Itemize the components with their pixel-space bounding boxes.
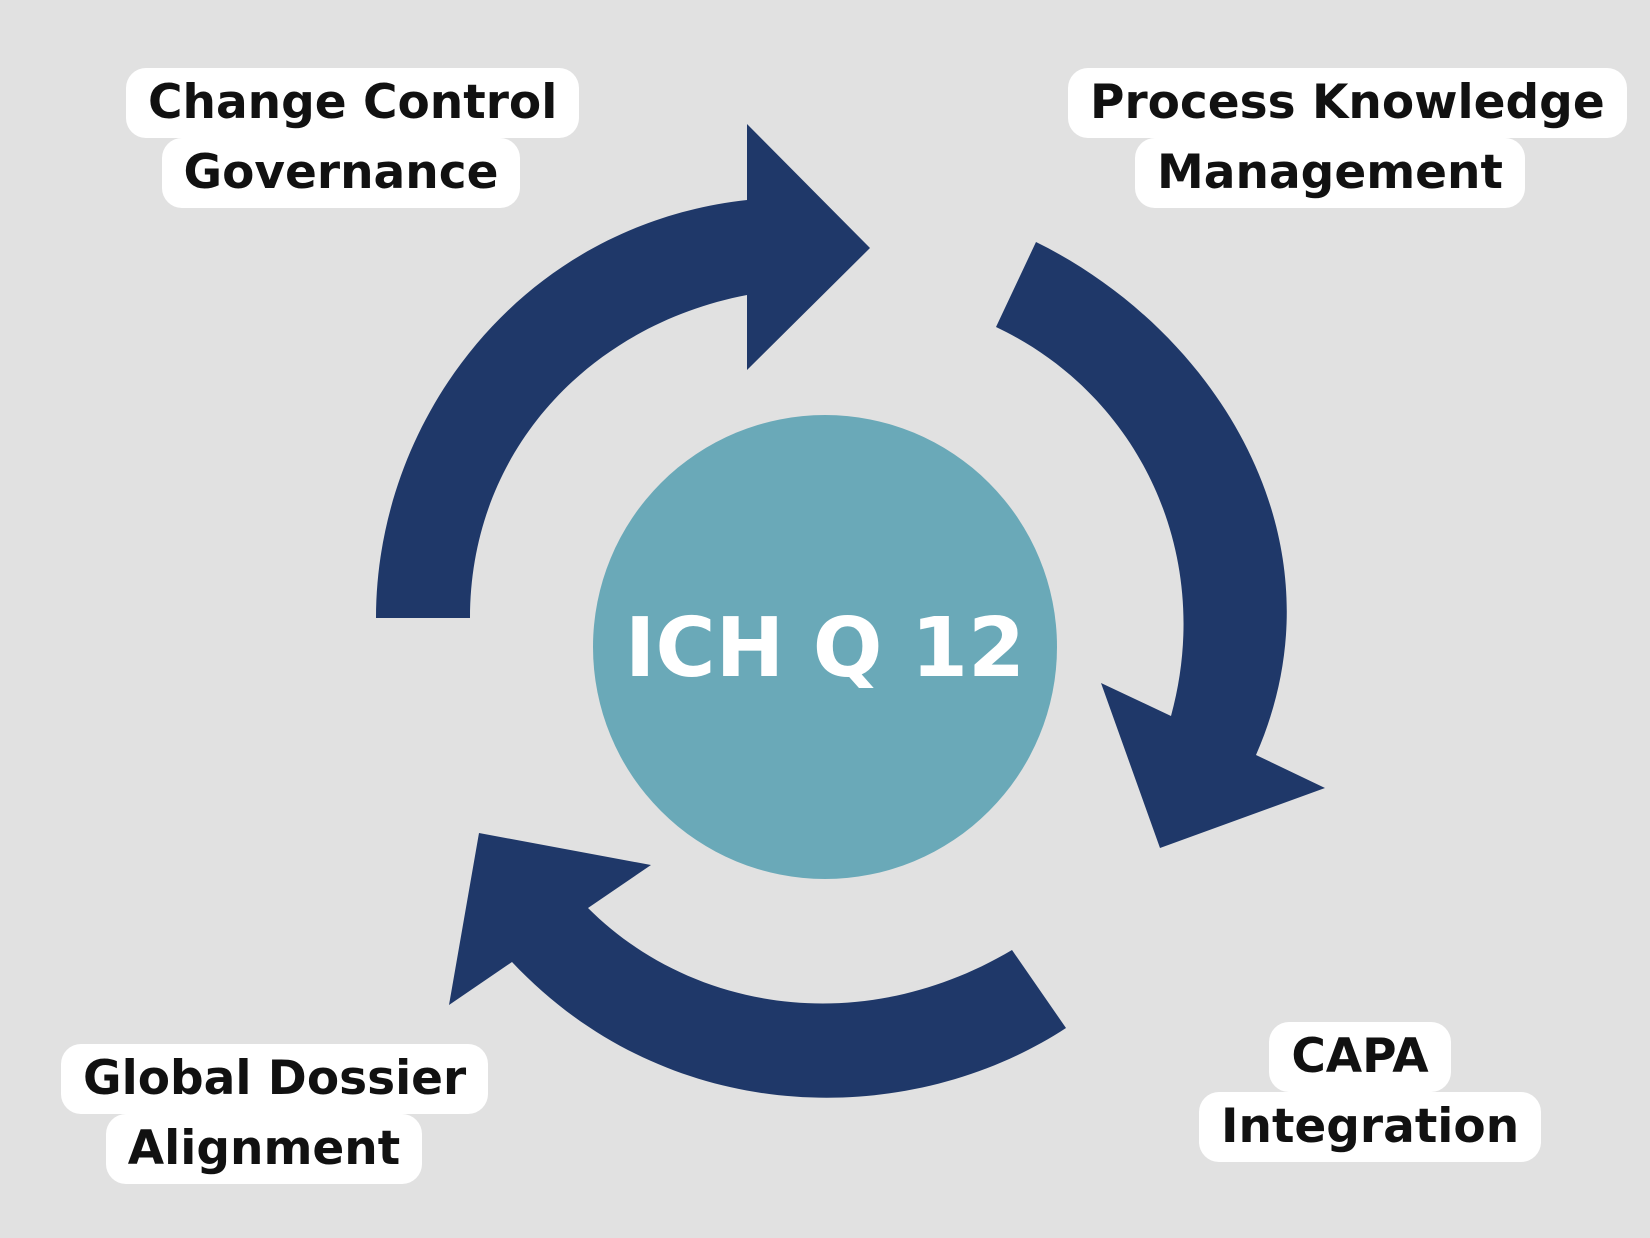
arrow-top-left bbox=[376, 124, 870, 618]
label-line: Global Dossier bbox=[61, 1044, 489, 1114]
label-line: Process Knowledge bbox=[1068, 68, 1627, 138]
arrow-bottom bbox=[449, 833, 1066, 1098]
arrow-right bbox=[996, 242, 1325, 848]
label-line: Governance bbox=[161, 138, 521, 208]
label-line: Alignment bbox=[105, 1114, 423, 1184]
label-process-knowledge-management: Process Knowledge Management bbox=[1068, 68, 1627, 208]
label-change-control-governance: Change Control Governance bbox=[126, 68, 580, 208]
label-line: CAPA bbox=[1269, 1022, 1451, 1092]
label-line: Management bbox=[1135, 138, 1525, 208]
label-line: Integration bbox=[1199, 1092, 1542, 1162]
label-line: Change Control bbox=[126, 68, 580, 138]
label-capa-integration: CAPA Integration bbox=[1199, 1022, 1542, 1162]
label-global-dossier-alignment: Global Dossier Alignment bbox=[61, 1044, 489, 1184]
center-circle bbox=[593, 415, 1057, 879]
center-label: ICH Q 12 bbox=[625, 601, 1025, 696]
